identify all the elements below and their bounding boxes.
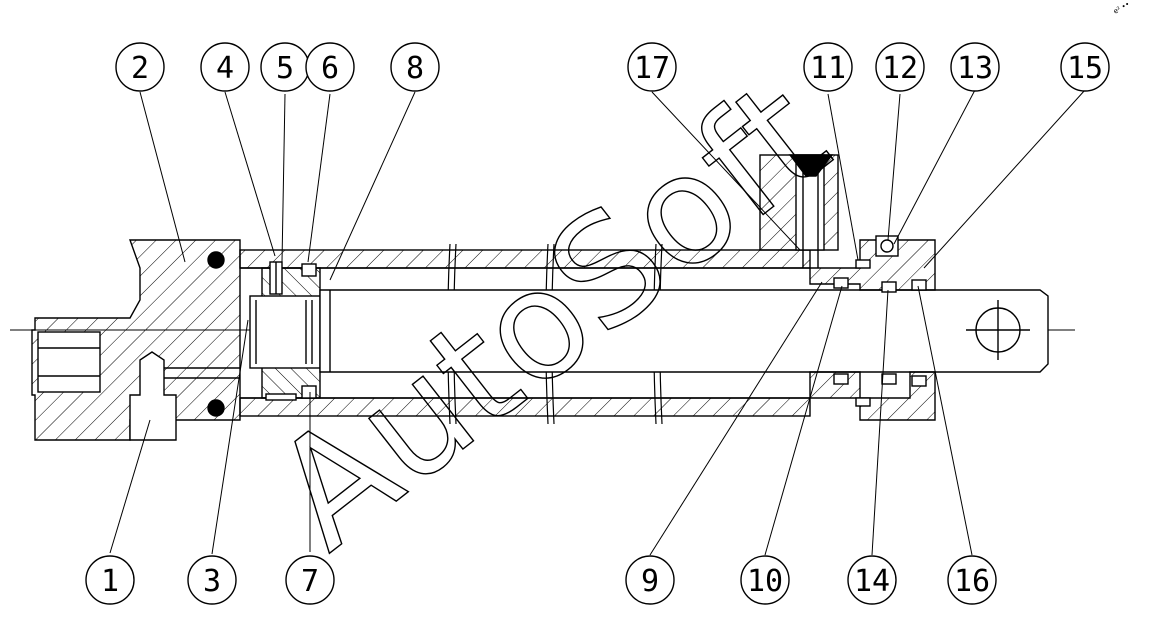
balloon-12: 12 [875, 42, 925, 92]
balloon-1: 1 [85, 555, 135, 605]
balloon-circle [947, 555, 997, 605]
balloon-11: 11 [803, 42, 853, 92]
balloon-label: 2 [131, 51, 149, 86]
balloon-2: 2 [115, 42, 165, 92]
balloon-circle [305, 42, 355, 92]
balloon-label: 7 [301, 564, 319, 599]
balloon-14: 14 [847, 555, 897, 605]
piston-rod [319, 289, 1049, 373]
balloon-circle [803, 42, 853, 92]
balloon-circle [115, 42, 165, 92]
balloon-circle [625, 555, 675, 605]
balloon-9: 9 [625, 555, 675, 605]
balloon-circle [740, 555, 790, 605]
balloon-label: 6 [321, 51, 339, 86]
port-block [759, 154, 839, 268]
balloon-label: 16 [954, 564, 990, 599]
piston [249, 261, 321, 401]
end-cap [31, 239, 241, 441]
balloon-label: 4 [216, 51, 234, 86]
balloon-label: 17 [634, 51, 670, 86]
balloon-3: 3 [187, 555, 237, 605]
balloon-label: 3 [203, 564, 221, 599]
balloon-circle [1060, 42, 1110, 92]
balloon-16: 16 [947, 555, 997, 605]
balloon-label: 12 [882, 51, 918, 86]
balloon-label: 10 [747, 564, 783, 599]
balloon-circle [285, 555, 335, 605]
balloon-circle [950, 42, 1000, 92]
balloon-13: 13 [950, 42, 1000, 92]
balloon-7: 7 [285, 555, 335, 605]
balloon-circle [200, 42, 250, 92]
balloon-label: 5 [276, 51, 294, 86]
balloon-label: 14 [854, 564, 890, 599]
balloon-label: 11 [810, 51, 846, 86]
balloon-circle [627, 42, 677, 92]
balloon-circle [85, 555, 135, 605]
balloon-label: 8 [406, 51, 424, 86]
balloon-circle [187, 555, 237, 605]
balloon-10: 10 [740, 555, 790, 605]
balloon-label: 15 [1067, 51, 1103, 86]
balloon-label: 9 [641, 564, 659, 599]
balloon-circle [390, 42, 440, 92]
balloon-15: 15 [1060, 42, 1110, 92]
balloon-5: 5 [260, 42, 310, 92]
balloon-label: 1 [101, 564, 119, 599]
corner-mark: e² •• [1112, 0, 1131, 16]
balloon-label: 13 [957, 51, 993, 86]
balloon-4: 4 [200, 42, 250, 92]
leader-lines [109, 89, 1086, 556]
balloon-circle [875, 42, 925, 92]
balloon-circle [847, 555, 897, 605]
balloon-17: 17 [627, 42, 677, 92]
balloon-8: 8 [390, 42, 440, 92]
balloon-6: 6 [305, 42, 355, 92]
